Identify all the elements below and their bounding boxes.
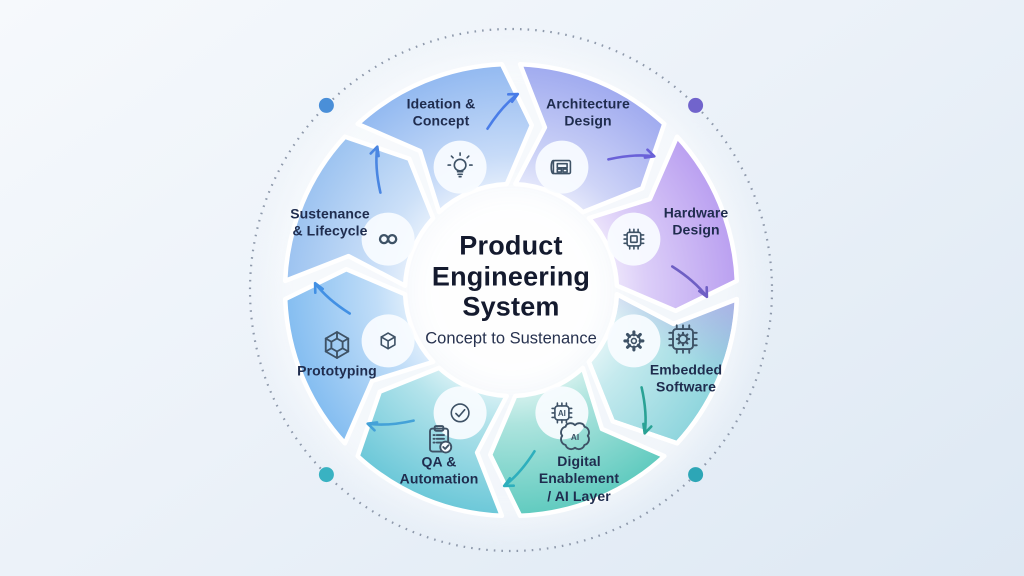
segment-label-embedded-software: Embedded Software bbox=[649, 361, 723, 395]
flow-arrow-qa-automation-to-prototyping bbox=[366, 419, 415, 432]
diagram-subtitle: Concept to Sustenance bbox=[425, 328, 597, 347]
flow-arrow-digital-enablement-ai-layer-to-qa-automation bbox=[502, 450, 536, 488]
icon-circle-qa-automation bbox=[433, 386, 487, 440]
icon-circle-embedded-software bbox=[607, 314, 661, 368]
segment-embedded-outline bbox=[586, 292, 740, 446]
segment-ideation-concept bbox=[355, 61, 535, 215]
segment-digital-enablement-ai-layer bbox=[487, 365, 667, 519]
blueprint-icon bbox=[550, 159, 572, 175]
lightbulb-icon bbox=[447, 152, 473, 178]
ai-chip-icon: AI bbox=[551, 402, 573, 424]
icon-circle-hardware-design bbox=[607, 212, 661, 266]
segment-label-qa-automation: QA & Automation bbox=[399, 453, 479, 487]
outer-dashed-circle bbox=[248, 27, 774, 553]
center-title-block: Product Engineering System Concept to Su… bbox=[425, 230, 597, 348]
segment-hardware-design bbox=[586, 134, 740, 314]
accent-dot-bottom-left bbox=[318, 467, 334, 483]
center-glow bbox=[411, 190, 611, 390]
flow-arrow-sustenance-lifecycle-to-ideation-concept bbox=[369, 145, 382, 194]
svg-text:AI: AI bbox=[571, 433, 579, 442]
segment-label-hardware-design: Hardware Design bbox=[663, 204, 729, 238]
flow-arrow-embedded-software-to-digital-enablement-ai-layer bbox=[640, 386, 653, 435]
segment-label-prototyping: Prototyping bbox=[297, 362, 377, 379]
check-circle-icon bbox=[450, 403, 470, 423]
cube-icon bbox=[380, 332, 396, 350]
svg-text:AI: AI bbox=[558, 409, 566, 418]
accent-dot-bottom-right bbox=[688, 467, 704, 483]
flow-arrow-architecture-design-to-hardware-design bbox=[607, 148, 656, 161]
chip-gear-icon bbox=[668, 324, 698, 354]
clipboard-check-icon bbox=[429, 425, 453, 454]
segment-label-digital-enablement-ai-layer: Digital Enablement / AI Layer bbox=[538, 452, 620, 504]
gear-icon bbox=[623, 330, 645, 352]
segment-prototyping bbox=[282, 266, 436, 446]
chip-icon bbox=[623, 228, 645, 250]
icon-circle-ideation-concept bbox=[433, 140, 487, 194]
flow-arrow-hardware-design-to-embedded-software bbox=[671, 265, 709, 299]
flow-arrow-ideation-concept-to-architecture-design bbox=[486, 92, 520, 130]
accent-dot-top-right bbox=[688, 97, 704, 113]
icon-circle-digital-enablement-ai-layer bbox=[535, 386, 589, 440]
wireframe-cube-icon bbox=[324, 331, 350, 359]
accent-dot-top-left bbox=[318, 97, 334, 113]
flow-arrow-prototyping-to-sustenance-lifecycle bbox=[313, 281, 351, 315]
segment-label-architecture-design: Architecture Design bbox=[546, 95, 630, 129]
diagram-title: Product Engineering System bbox=[431, 230, 591, 322]
segment-label-ideation-concept: Ideation & Concept bbox=[406, 95, 476, 129]
ai-brain-icon: AI bbox=[560, 422, 590, 451]
segment-label-sustenance-lifecycle: Sustenance & Lifecycle bbox=[290, 205, 370, 239]
infinity-icon bbox=[378, 233, 398, 245]
